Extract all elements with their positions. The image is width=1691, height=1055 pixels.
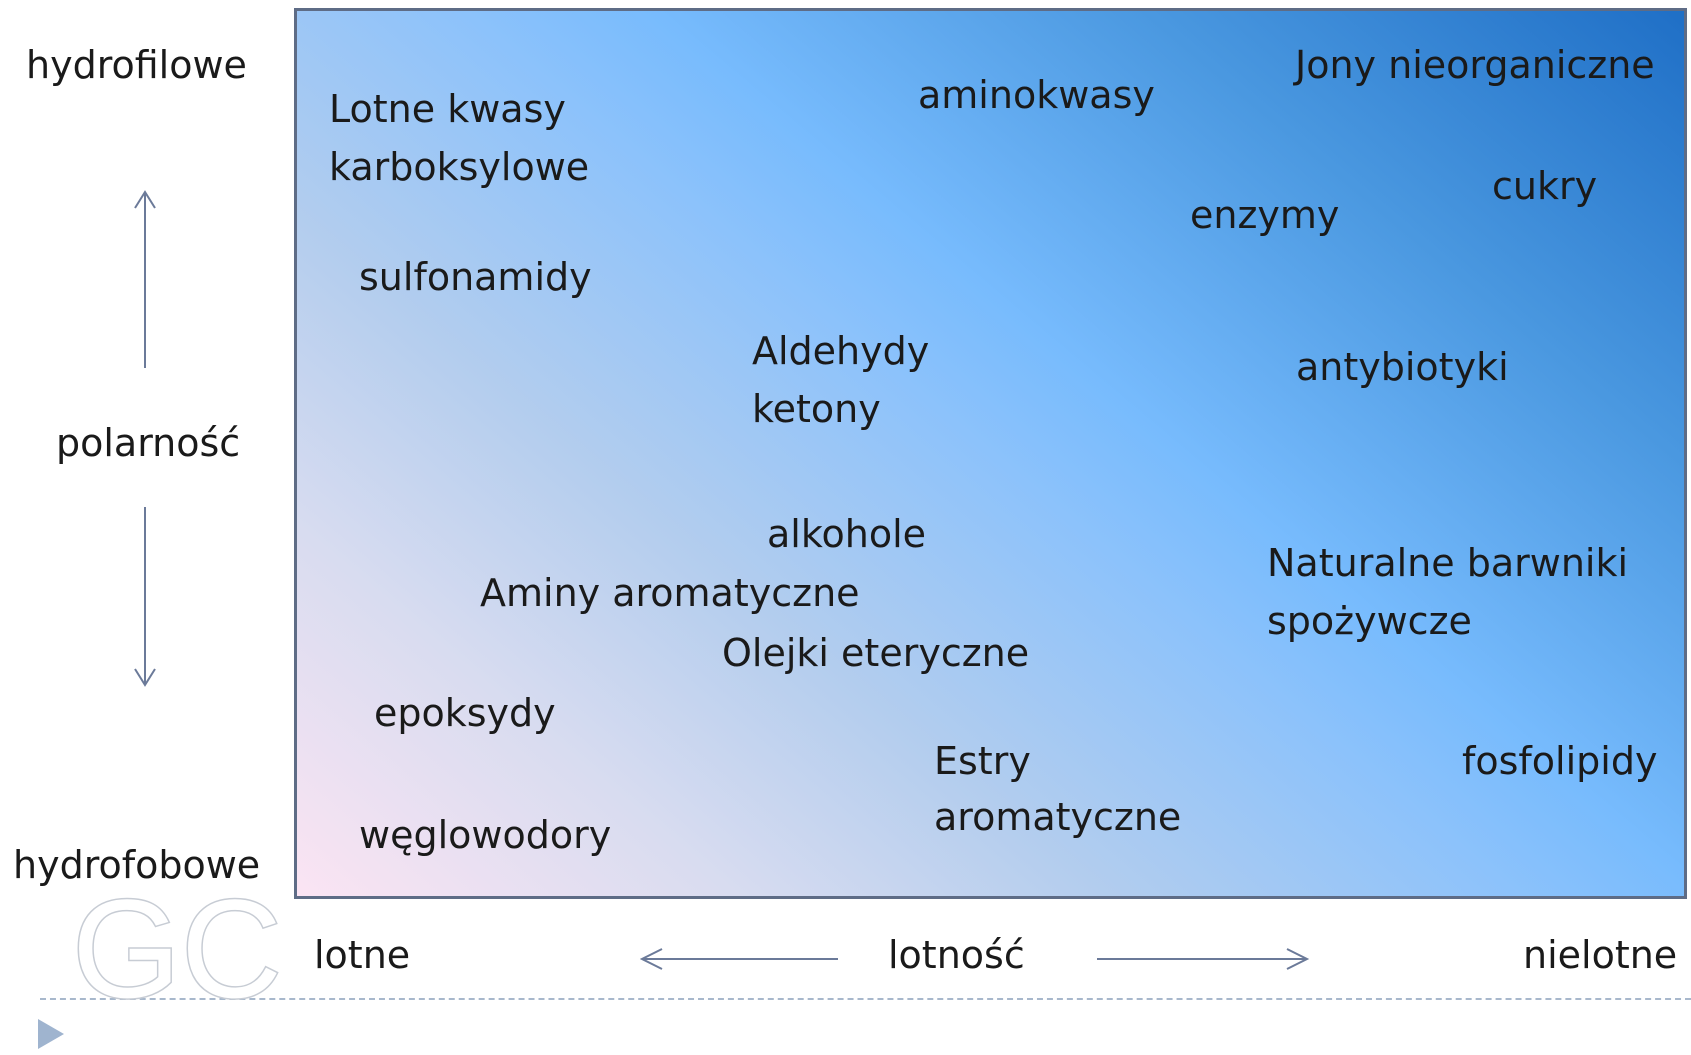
compound-aminokwasy: aminokwasy [918, 73, 1155, 117]
compound-alkohole: alkohole [767, 512, 927, 556]
play-triangle-icon [38, 1019, 64, 1049]
x-axis-title: lotność [888, 933, 1025, 977]
arrow-left-icon [640, 948, 838, 970]
y-axis-title: polarność [56, 421, 241, 465]
x-axis-right-label: nielotne [1523, 933, 1678, 977]
arrow-right-icon [1097, 948, 1310, 970]
compound-jony-nieorganiczne: Jony nieorganiczne [1295, 43, 1655, 87]
compound-cukry: cukry [1492, 164, 1598, 208]
compound-ketony: ketony [752, 387, 881, 431]
compound-epoksydy: epoksydy [374, 691, 556, 735]
svg-text:GC: GC [72, 885, 282, 1015]
compound-fosfolipidy: fosfolipidy [1462, 739, 1658, 783]
footer-divider [40, 998, 1691, 1000]
gc-logo: GC [71, 885, 284, 1015]
x-axis-left-label: lotne [314, 933, 411, 977]
compound-weglowodory: węglowodory [359, 813, 612, 857]
y-axis-bottom-label: hydrofobowe [13, 843, 261, 887]
compound-map-panel [294, 8, 1687, 899]
compound-sulfonamidy: sulfonamidy [359, 255, 592, 299]
compound-naturalne-barwniki: Naturalne barwniki [1267, 541, 1629, 585]
compound-antybiotyki: antybiotyki [1296, 345, 1509, 389]
compound-enzymy: enzymy [1190, 193, 1340, 237]
compound-lotne-kwasy: Lotne kwasy [329, 87, 566, 131]
arrow-down-icon [134, 507, 156, 687]
compound-lotne-kwasy-line2: karboksylowe [329, 145, 590, 189]
compound-estry: Estry [934, 739, 1031, 783]
arrow-up-icon [134, 190, 156, 368]
compound-olejki-eteryczne: Olejki eteryczne [722, 631, 1030, 675]
compound-aminy-aromatyczne: Aminy aromatyczne [480, 571, 860, 615]
y-axis-top-label: hydrofilowe [26, 43, 247, 87]
compound-spozywcze: spożywcze [1267, 599, 1472, 643]
compound-aromatyczne: aromatyczne [934, 795, 1182, 839]
compound-aldehydy: Aldehydy [752, 329, 930, 373]
